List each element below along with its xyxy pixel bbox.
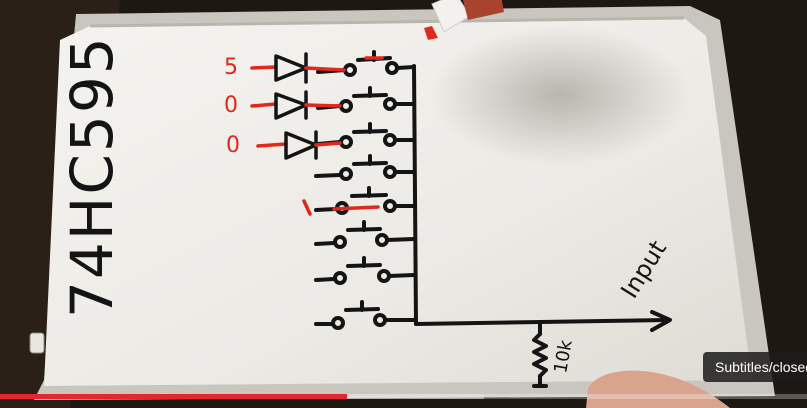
- marker-pen: [424, 0, 504, 40]
- bus-wiring: [412, 64, 672, 388]
- led-value-1: 5: [224, 55, 238, 80]
- progress-played: [0, 394, 347, 399]
- subtitles-button[interactable]: Subtitles/closed captions: [703, 352, 807, 382]
- led-value-3: 0: [226, 133, 240, 158]
- video-progress-bar[interactable]: [0, 394, 807, 399]
- led-value-2: 0: [224, 93, 238, 118]
- finger: [586, 370, 730, 408]
- led-diagrams: [250, 52, 384, 216]
- chip-label: 74HC595: [58, 35, 126, 318]
